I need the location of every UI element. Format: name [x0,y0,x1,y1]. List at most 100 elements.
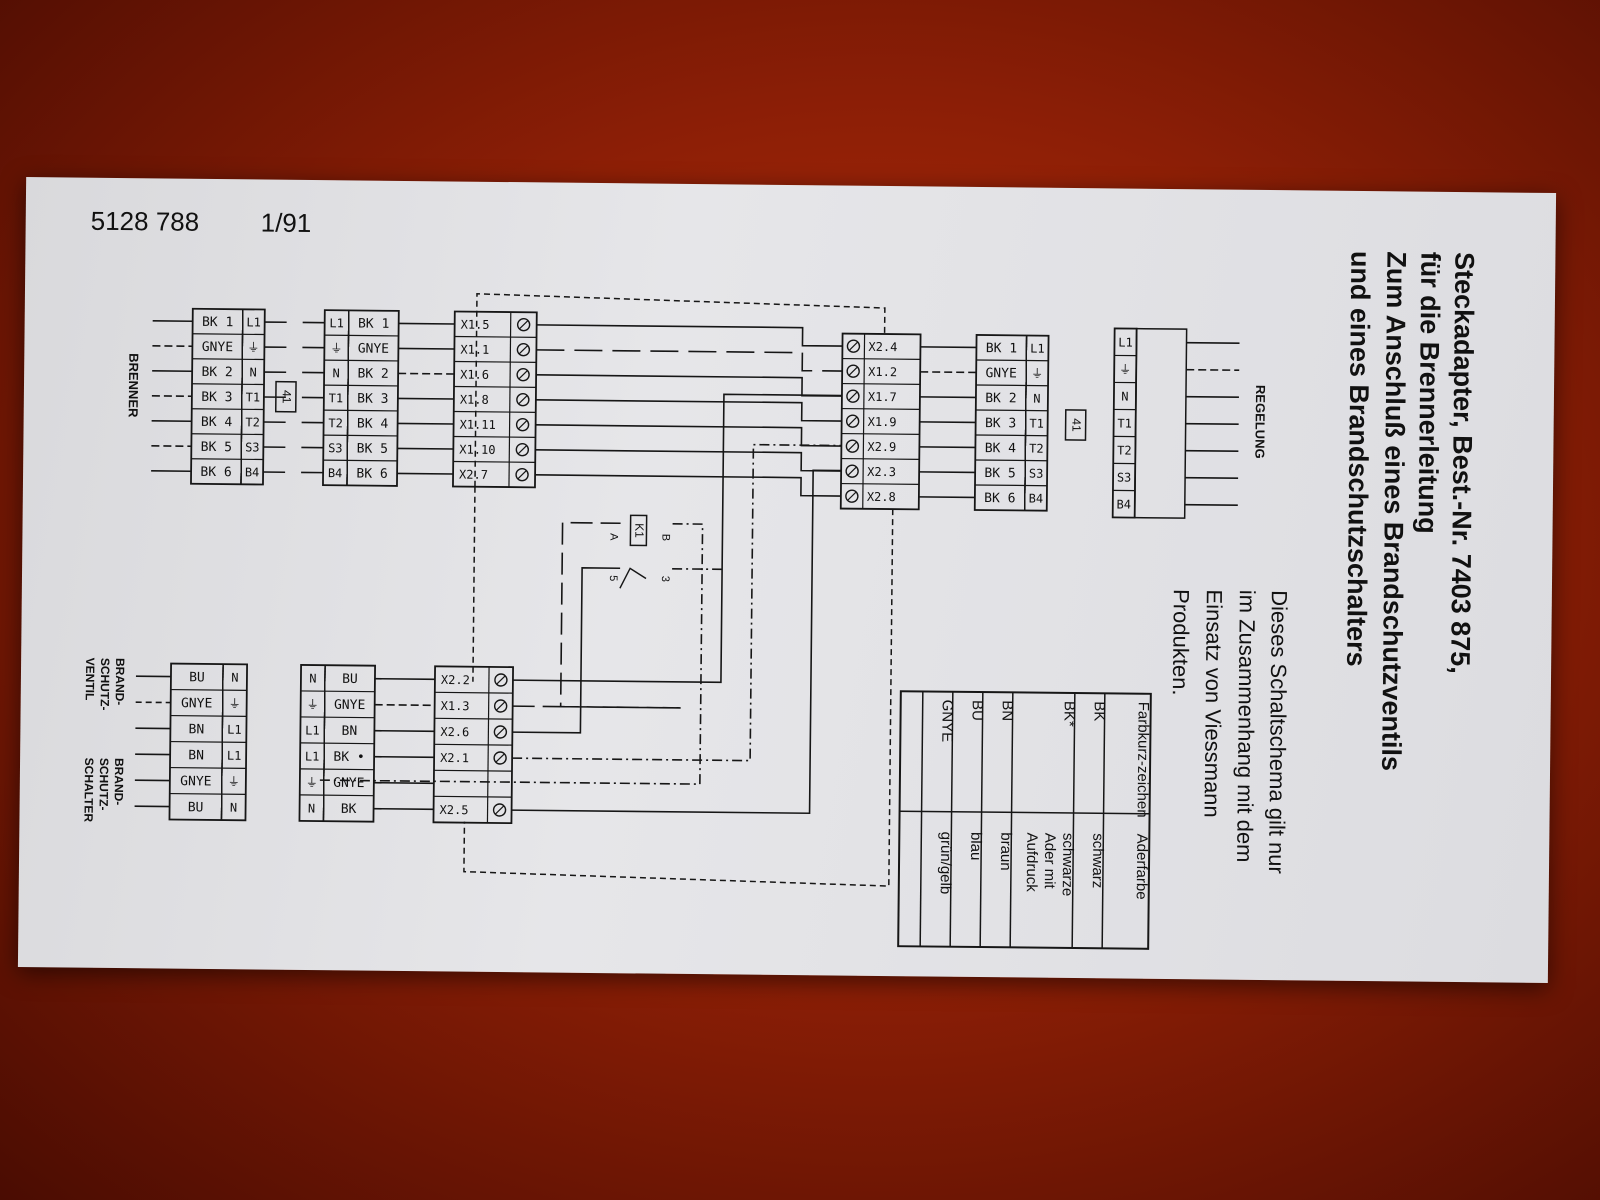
pin-label: T2 [245,415,260,429]
screw-slot [848,366,858,376]
wire-label: BK 4 [357,416,389,431]
bridge-wire [535,449,842,472]
lead-wire [919,446,976,449]
wire-label: BN [188,748,204,763]
pin-label: B4 [1029,492,1044,506]
lead-wire [918,496,975,499]
title-line: Zum Anschluß eines Brandschutzventils [1376,251,1411,771]
terminal-divider [841,482,920,485]
terminal-label: X2.7 [459,468,488,482]
pin-label: L1 [227,749,242,763]
connector-divider [976,384,1049,387]
terminal-divider [454,385,537,388]
screw-icon [845,439,860,453]
connector-divider [323,409,398,412]
bridge-wire [535,399,842,422]
pin-label: T2 [1029,442,1044,456]
lead-wire [397,447,454,450]
table-name: blau [967,832,984,861]
label-schalter: SCHUTZ- [97,758,112,811]
lead-wire [374,677,435,681]
pin-label: S3 [245,440,260,454]
note-line: Produkten. [1168,589,1194,696]
table-header-code: Farbkurz-zeichen [1134,702,1152,818]
table-rule [1101,693,1106,949]
terminal-label: X2.2 [441,673,470,687]
wire-label: BK 5 [984,466,1015,481]
part-number: 5128 788 [91,206,200,237]
label-schalter: BRAND- [112,758,126,805]
wire-label: BK 6 [984,491,1015,506]
pin-label: L1 [246,315,261,329]
screw-icon [516,318,531,332]
connector-separator [240,309,244,485]
relay-contact [619,567,647,589]
pin-label: N [231,671,238,685]
pin-label: ⏚ [330,341,342,355]
note-line: Einsatz von Viessmann [1200,589,1227,818]
wire-label: BK 2 [201,365,232,380]
connector-divider [975,409,1048,412]
wire-label: GNYE [358,341,389,356]
connector-divider [974,484,1048,487]
screw-icon [493,751,507,765]
screw-icon [492,803,507,817]
terminal-divider [433,795,512,798]
label-schalter: SCHALTER [81,758,96,823]
pin-label: ⏚ [306,775,318,789]
connector-divider [169,766,247,769]
lead-wire [373,807,434,811]
terminal-label: X1.9 [868,415,897,429]
screw-icon [515,418,530,432]
screw-slot [495,727,505,737]
pin-label: L1 [227,723,242,737]
wire-label: BN [341,724,357,739]
connector-separator [1024,335,1028,511]
wire-label: BK 3 [985,416,1016,431]
terminal-divider [434,691,513,694]
pin-label: N [1033,392,1040,406]
connector-divider [324,334,399,337]
wire-label: BK 2 [985,391,1016,406]
terminal-divider [453,460,536,463]
screw-slot [495,805,505,815]
lead-wire [1186,368,1240,372]
connector-separator [220,664,224,821]
lead-wire [1185,395,1239,399]
plug-code-box-left [274,380,297,413]
lead-wire [398,322,455,325]
connector-divider [975,434,1048,437]
terminal-label: X2.1 [440,751,469,765]
wire-label: BU [189,670,205,685]
table-code: BU [969,700,986,721]
screw-icon [515,443,530,457]
table-rule [949,691,954,947]
lead-wire [920,346,977,349]
terminal-label: X1.6 [460,368,489,382]
screw-slot [517,470,527,480]
label-ventil: BRAND- [113,658,127,705]
lead-wire [374,755,435,759]
cross-wire [511,469,842,815]
note-line: Dieses Schaltschema gilt nur [1264,590,1292,874]
plug-code-right: 41 [1069,418,1083,432]
relay-pin-a: A [607,533,619,541]
lead-wire [398,372,455,375]
terminal-divider [841,432,920,435]
terminal-divider [841,407,920,410]
wire-label: BK 5 [201,440,232,455]
pin-label: L1 [305,723,320,737]
pin-label: N [308,801,315,815]
pin-label: L1 [305,749,320,763]
screw-slot [847,466,857,476]
terminal-label: X1.5 [461,318,490,332]
terminal-label: X2.3 [867,465,896,479]
plug-regelung-body [1133,327,1188,519]
table-code: BN [999,700,1016,721]
screw-icon [516,393,530,407]
connector-separator [322,665,326,822]
color-table-frame [897,690,1152,950]
pin-label: T1 [1029,417,1044,431]
screw-slot [847,491,857,501]
wire-label: BK 1 [986,341,1017,356]
